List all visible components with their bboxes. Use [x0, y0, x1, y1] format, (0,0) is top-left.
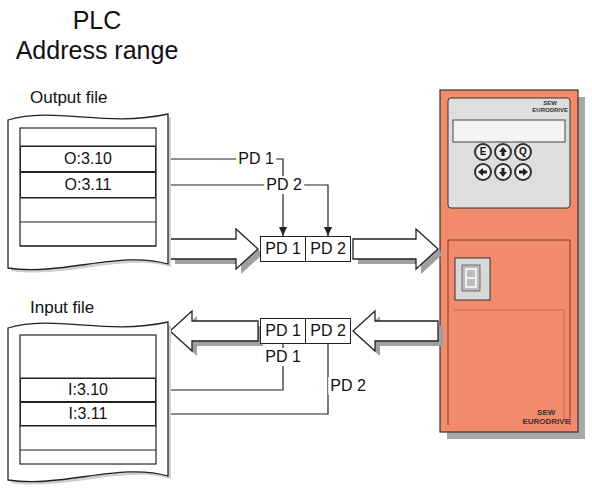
data-flow-arrow: [170, 229, 263, 274]
keypad-panel: [448, 98, 570, 208]
lcd-display: [453, 120, 565, 142]
cell-text: PD 2: [310, 322, 346, 340]
edge-label: PD 1: [263, 348, 303, 366]
diagram-title: PLC: [0, 6, 194, 34]
housing-seam: [448, 240, 570, 425]
button-arrows: [478, 147, 528, 177]
button-symbol: Q: [517, 146, 529, 158]
output-file: Output fileO:3.10O:3.11: [8, 88, 168, 274]
segment-eight: [466, 269, 476, 287]
output-word: O:3.10: [20, 146, 156, 172]
arrow-line: [156, 344, 328, 414]
data-flow-arrow: [353, 311, 443, 356]
arrow-body: [353, 311, 438, 351]
table-column: [20, 128, 156, 246]
arrow-body: [353, 229, 438, 269]
table-row-line: [20, 449, 156, 450]
input-word: I:3.10: [20, 378, 156, 402]
cell-text: PD 1: [265, 322, 301, 340]
heading-subline: Address range: [0, 36, 194, 64]
file-heading: Output file: [30, 88, 108, 108]
process-data-word: PD 2: [305, 318, 351, 344]
edge-label: PD 2: [264, 176, 304, 194]
front-cover-line: [454, 310, 564, 420]
cell-text: I:3.10: [68, 381, 108, 399]
data-flow-arrow: [353, 229, 443, 274]
process-data-word: PD 2: [305, 236, 351, 262]
arrow-line: [156, 159, 283, 236]
mapping-arrow: [156, 159, 283, 236]
table-row-line: [20, 221, 156, 222]
process-data-word: PD 1: [260, 236, 306, 262]
cell-text: O:3.10: [64, 150, 112, 168]
arrow-body: [170, 311, 258, 351]
edge-label: PD 1: [236, 150, 276, 168]
cell-text: I:3.11: [69, 405, 108, 423]
data-flow-arrow: [170, 311, 263, 356]
arrow-body: [170, 229, 258, 269]
cell-text: O:3.11: [65, 176, 112, 194]
mapping-arrow: [156, 344, 328, 414]
process-data-word: PD 1: [260, 318, 306, 344]
button-symbol: E: [477, 146, 489, 158]
scroll-shape: [8, 322, 168, 482]
drive-housing: [440, 90, 578, 432]
table-column: [20, 335, 156, 464]
input-file: Input fileI:3.10I:3.11: [8, 298, 168, 488]
scroll-shape: [8, 114, 168, 270]
inverter-drive: SEW EURODRIVE SEW EURODRIVE: [440, 90, 578, 432]
cell-text: PD 2: [310, 240, 346, 258]
brand-logo: SEW EURODRIVE: [522, 408, 570, 426]
keypad-buttons: [475, 144, 531, 180]
table-row-line: [20, 245, 156, 246]
brand-logo: SEW EURODRIVE: [532, 100, 568, 114]
seven-segment: [462, 265, 480, 291]
edge-label: PD 2: [328, 377, 368, 395]
input-word: I:3.11: [20, 402, 156, 426]
file-heading: Input file: [30, 298, 94, 318]
status-window: [455, 258, 490, 300]
cell-text: PD 1: [265, 240, 301, 258]
output-word: O:3.11: [20, 172, 156, 198]
